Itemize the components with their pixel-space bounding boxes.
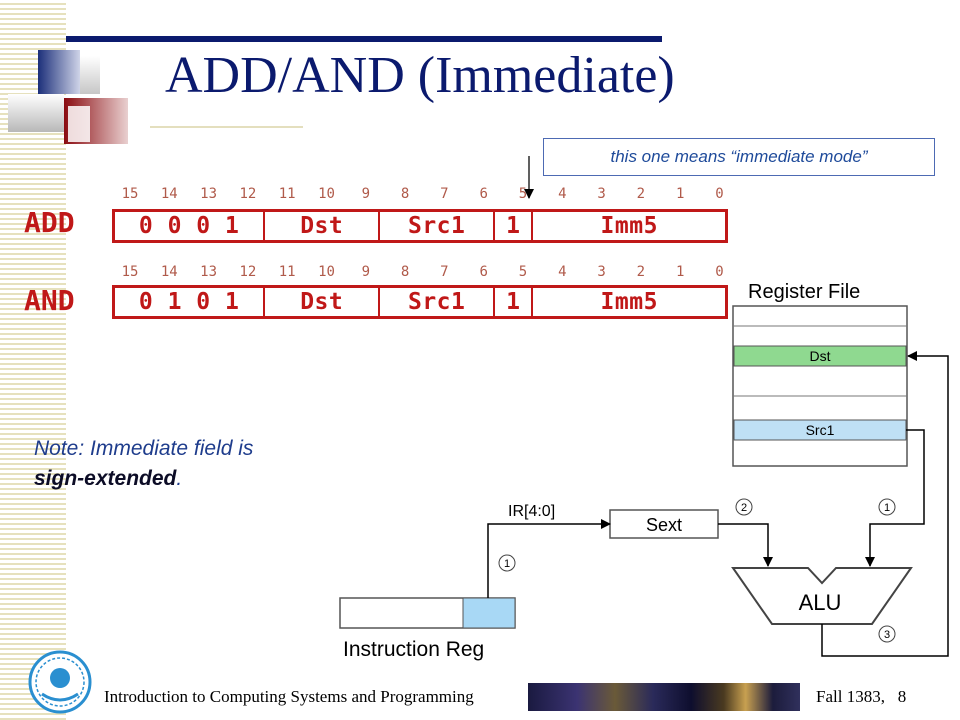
bit-number: 1 <box>675 186 685 202</box>
step-circle: 1 <box>498 554 516 572</box>
bit-number: 15 <box>121 186 139 202</box>
bit-number: 6 <box>479 186 488 202</box>
register-file-label: Register File <box>748 281 860 303</box>
instruction-field: 0 0 0 1 <box>115 212 266 240</box>
bit-number: 7 <box>440 264 449 280</box>
footer-term: Fall 1383, <box>816 687 885 706</box>
bit-number: 9 <box>361 186 371 202</box>
step-circle: 1 <box>878 498 896 516</box>
dst-register-label: Dst <box>810 348 831 364</box>
bit-number: 4 <box>558 186 567 202</box>
ir-imm-field <box>462 597 516 629</box>
bit-number: 12 <box>239 264 257 280</box>
instruction-field: 1 <box>495 212 534 240</box>
title-underline <box>150 126 303 128</box>
opcode-name-and: AND <box>24 284 75 317</box>
bit-number: 2 <box>636 264 646 280</box>
instruction-field: Src1 <box>380 212 496 240</box>
title-accent-bar <box>66 36 662 42</box>
svg-text:3: 3 <box>884 629 890 641</box>
instruction-field: 1 <box>495 288 534 316</box>
bit-number: 6 <box>479 264 488 280</box>
bit-number: 0 <box>715 186 724 202</box>
opcode-name-add: ADD <box>24 206 75 239</box>
bit-number: 12 <box>239 186 257 202</box>
alu-label: ALU <box>799 590 842 615</box>
instruction-field: Dst <box>265 288 381 316</box>
note-bold-text: sign-extended <box>34 467 177 490</box>
bit-number: 8 <box>400 264 410 280</box>
src1-to-alu-wire <box>865 429 925 567</box>
instruction-reg-label: Instruction Reg <box>343 638 484 661</box>
register-file-box <box>732 305 908 467</box>
bit-number: 14 <box>160 264 178 280</box>
note-suffix: . <box>176 467 183 490</box>
bit-number: 13 <box>200 186 218 202</box>
ir-slice-label: IR[4:0] <box>508 503 555 520</box>
sext-to-alu-wire <box>718 523 773 567</box>
svg-text:1: 1 <box>884 502 890 514</box>
instruction-field: Imm5 <box>600 289 658 315</box>
step-circle: 3 <box>878 625 896 643</box>
bit-number: 0 <box>715 264 724 280</box>
bit-number: 14 <box>160 186 178 202</box>
ir-to-sext-wire <box>487 519 611 598</box>
sext-label: Sext <box>646 515 682 535</box>
decorative-cube-icon <box>8 50 128 144</box>
bit-number: 11 <box>278 186 296 202</box>
footer-page-number: 8 <box>897 687 907 706</box>
dst-register <box>733 345 907 367</box>
bit-number: 10 <box>318 186 335 202</box>
instruction-field: Src1 <box>380 288 496 316</box>
instruction-field: Dst <box>265 212 381 240</box>
svg-text:1: 1 <box>504 558 510 570</box>
bit-number: 9 <box>361 264 371 280</box>
svg-text:2: 2 <box>741 502 747 514</box>
bit-number: 8 <box>400 186 410 202</box>
instruction-field: 0 1 0 1 <box>115 288 266 316</box>
bit-number: 4 <box>558 264 567 280</box>
footer-term-page: Fall 1383, 8 <box>816 687 906 707</box>
slide-title: ADD/AND (Immediate) <box>165 47 675 104</box>
footer-banner-image <box>528 683 800 711</box>
bit-number: 1 <box>675 264 685 280</box>
bit-number: 3 <box>597 186 606 202</box>
bit-number: 3 <box>597 264 606 280</box>
instruction-field: Imm5 <box>600 213 658 239</box>
alu-shape <box>731 567 913 625</box>
university-seal-icon <box>28 650 92 714</box>
bit-number: 5 <box>518 264 528 280</box>
immediate-mode-callout: this one means “immediate mode” <box>543 138 935 176</box>
bit-number: 11 <box>278 264 296 280</box>
note-text: Note: Immediate field is <box>34 437 254 460</box>
sign-extension-note: Note: Immediate field is sign-extended. <box>34 434 253 494</box>
footer-course: Introduction to Computing Systems and Pr… <box>104 687 474 706</box>
alu-to-dst-wire <box>821 351 949 657</box>
bit-number: 13 <box>200 264 218 280</box>
bit-number: 7 <box>440 186 449 202</box>
step-circle: 2 <box>735 498 753 516</box>
sext-box <box>609 509 719 539</box>
src1-register-label: Src1 <box>806 422 835 438</box>
bit-number: 10 <box>318 264 335 280</box>
bit-number: 15 <box>121 264 139 280</box>
bit-number: 5 <box>518 186 528 202</box>
bit-number: 2 <box>636 186 646 202</box>
